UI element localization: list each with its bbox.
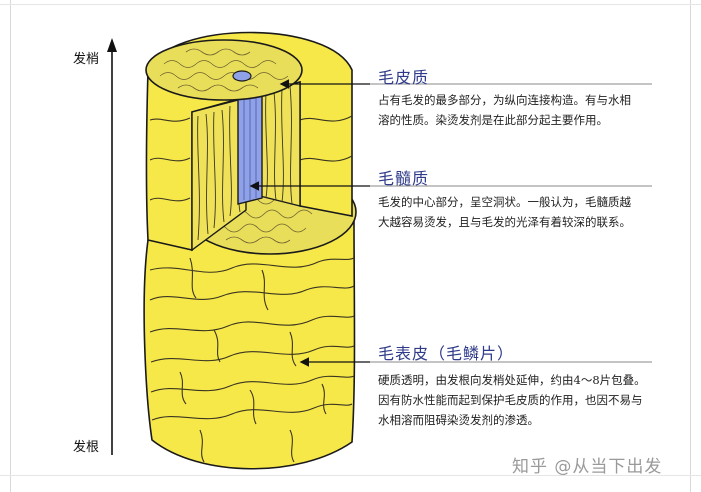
- axis-bottom-label: 发根: [73, 440, 100, 455]
- frame-right-border: [690, 0, 691, 492]
- cuticle-description: 硬质透明，由发根向发梢处延伸，约由4～8片包叠。因有防水性能而起到保护毛皮质的作…: [378, 373, 646, 427]
- medulla-title: 毛髓质: [378, 169, 430, 188]
- cortex-title: 毛皮质: [378, 68, 430, 87]
- cuticle-title: 毛表皮（毛鳞片）: [378, 344, 515, 363]
- cortex-description: 占有毛发的最多部分，为纵向连接构造。有与水相溶的性质。染烫发剂是在此部分起主要作…: [378, 93, 631, 127]
- growth-axis-arrow: [107, 38, 117, 455]
- medulla-top: [232, 70, 252, 82]
- frame-bottom-border: [0, 475, 701, 476]
- axis-top-label: 发梢: [73, 52, 100, 67]
- medulla-description: 毛发的中心部分，呈空洞状。一般认为，毛髓质越大越容易烫发，且与毛发的光泽有着较深…: [378, 195, 631, 229]
- frame-left-border: [10, 0, 11, 492]
- frame-top-border: [0, 4, 701, 5]
- upper-cortex-block: [145, 31, 353, 252]
- cuticle-cylinder: [143, 199, 356, 470]
- watermark-text: 知乎 @从当下出发: [512, 457, 663, 477]
